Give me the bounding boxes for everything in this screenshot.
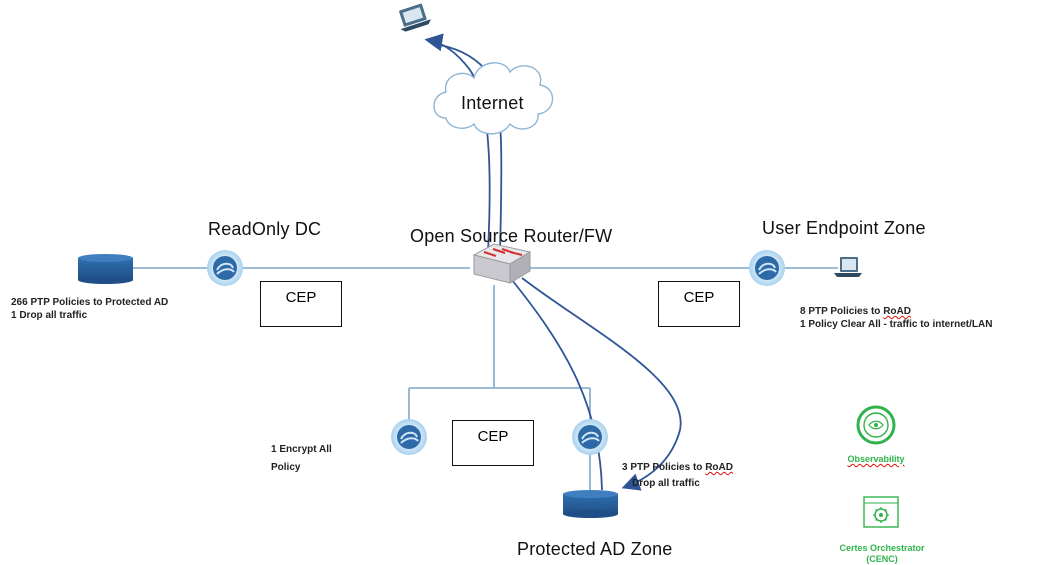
user-note-line2: 1 Policy Clear All - traffic to internet…: [800, 319, 993, 330]
database-icon-protected: [563, 490, 618, 518]
cep-node-icon-encrypt: [391, 419, 427, 455]
protected-note-line2: Drop all traffic: [632, 478, 700, 489]
flow-router-to-protected: [521, 277, 682, 491]
readonly-dc-label: ReadOnly DC: [208, 219, 322, 239]
traffic-flows: [424, 33, 682, 491]
cloud-icon: [433, 62, 554, 135]
user-note-road: RoAD: [883, 306, 911, 317]
cep-box-user: CEP: [658, 281, 740, 327]
cep-node-icon-user: [749, 250, 785, 286]
orchestrator-label: Certes Orchestrator (CENC): [820, 543, 944, 565]
orchestrator-line1: Certes Orchestrator: [839, 543, 925, 553]
network-links: [132, 267, 838, 492]
protected-note-line1: 3 PTP Policies to RoAD: [622, 460, 733, 476]
eye-icon: [856, 405, 896, 445]
user-endpoint-zone-label: User Endpoint Zone: [762, 218, 926, 238]
protected-note-prefix: 3 PTP Policies to: [622, 462, 706, 473]
database-icon-readonly: [78, 254, 133, 284]
laptop-icon-top: [399, 3, 431, 32]
observability-label: Observability: [838, 454, 914, 464]
readonly-note-line1: 266 PTP Policies to Protected AD: [11, 297, 169, 308]
protected-ad-zone-label: Protected AD Zone: [517, 539, 673, 559]
internet-label: Internet: [461, 93, 524, 113]
protected-note-road: RoAD: [705, 462, 733, 473]
orchestrator-line2: (CENC): [866, 554, 898, 564]
user-policy-note: 8 PTP Policies to RoAD 1 Policy Clear Al…: [800, 305, 992, 331]
cep-node-icon-protected: [572, 419, 608, 455]
user-note-line1: 8 PTP Policies to RoAD: [800, 305, 992, 318]
encrypt-policy-note: 1 Encrypt All Policy: [271, 441, 332, 477]
observability-text: Observability: [847, 454, 905, 464]
user-note-prefix: 8 PTP Policies to: [800, 306, 884, 317]
encrypt-note-line1: 1 Encrypt All: [271, 444, 332, 455]
protected-policy-note: 3 PTP Policies to RoAD Drop all traffic: [622, 460, 733, 492]
laptop-icon-user: [834, 257, 862, 277]
router-icon: [472, 243, 532, 284]
cep-box-readonly: CEP: [260, 281, 342, 327]
router-label: Open Source Router/FW: [410, 226, 613, 246]
cep-box-encrypt: CEP: [452, 420, 534, 466]
flow-router-to-db: [511, 279, 603, 491]
readonly-policy-note: 266 PTP Policies to Protected AD 1 Drop …: [11, 296, 168, 322]
cep-node-icon-readonly: [207, 250, 243, 286]
readonly-note-line2: 1 Drop all traffic: [11, 310, 88, 321]
encrypt-note-line2: Policy: [271, 462, 301, 473]
gear-icon: [863, 496, 899, 528]
